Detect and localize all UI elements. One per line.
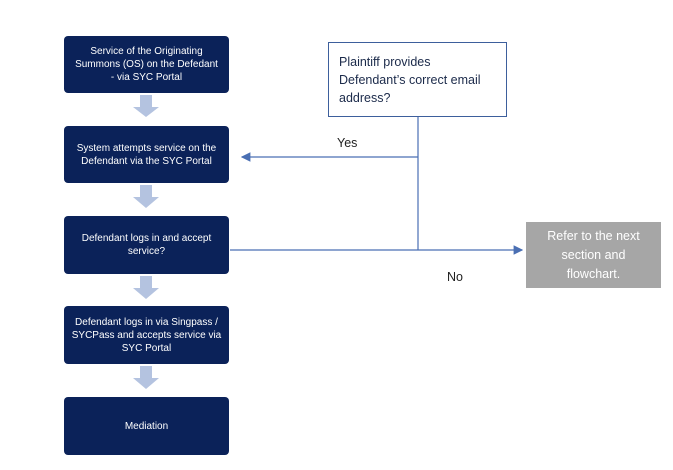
down-arrow-3 <box>133 276 159 299</box>
label-yes: Yes <box>337 136 358 150</box>
node-defendant-logs-accept: Defendant logs in and accept service? <box>64 216 229 274</box>
node-defendant-singpass: Defendant logs in via Singpass / SYCPass… <box>64 306 229 364</box>
node-system-attempts: System attempts service on the Defendant… <box>64 126 229 183</box>
node-refer-next: Refer to the next section and flowchart. <box>526 222 661 288</box>
down-arrow-1 <box>133 95 159 117</box>
node-service-os: Service of the Originating Summons (OS) … <box>64 36 229 93</box>
node-mediation: Mediation <box>64 397 229 455</box>
down-arrow-4 <box>133 366 159 389</box>
label-no: No <box>447 270 463 284</box>
down-arrow-2 <box>133 185 159 208</box>
node-plaintiff-email: Plaintiff provides Defendant’s correct e… <box>328 42 507 117</box>
